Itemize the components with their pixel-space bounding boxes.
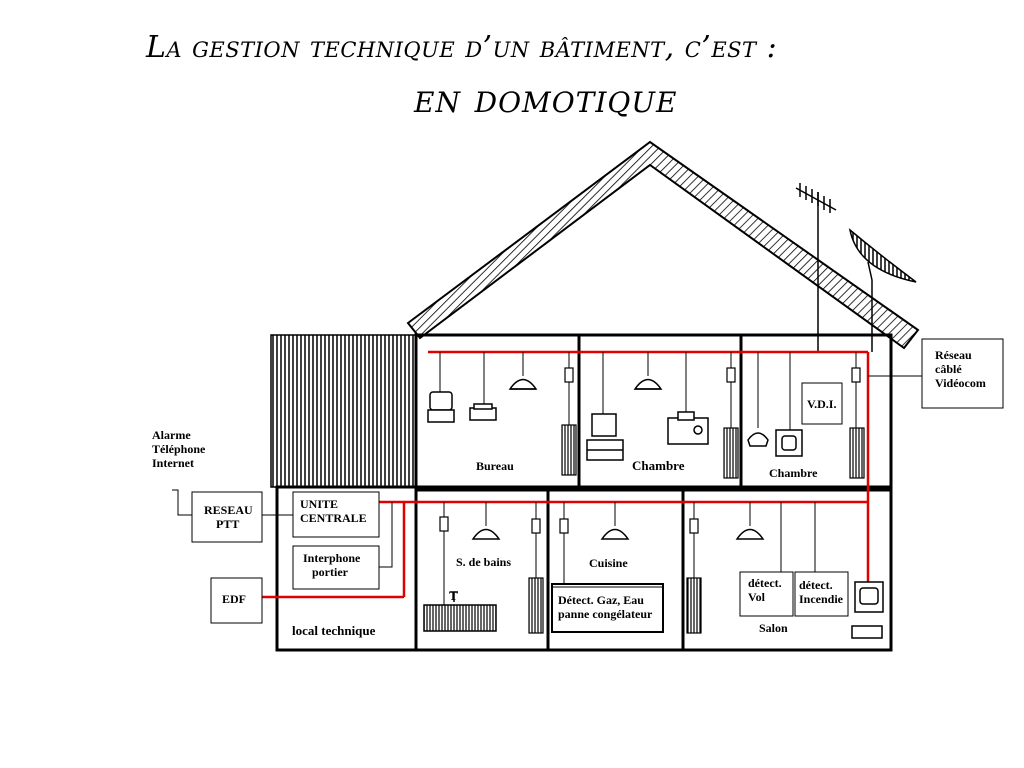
svg-text:Interphone: Interphone [303, 551, 361, 565]
svg-text:Internet: Internet [152, 456, 194, 470]
svg-text:T: T [449, 588, 458, 603]
svg-text:local technique: local technique [292, 623, 376, 638]
svg-text:Téléphone: Téléphone [152, 442, 206, 456]
appliance-icons [423, 391, 884, 639]
svg-text:RESEAU: RESEAU [204, 503, 253, 517]
title-line-1: La gestion technique d’un bâtiment, c’es… [146, 30, 778, 65]
title-line-2: en domotique [414, 76, 678, 122]
wiring [172, 352, 922, 605]
reseau-cable-box [921, 338, 1004, 409]
sensor-switches [439, 367, 861, 534]
vdi-box [801, 382, 843, 425]
svg-text:Bureau: Bureau [476, 459, 514, 473]
side-wall-hatched [270, 334, 417, 488]
svg-text:câblé: câblé [935, 362, 962, 376]
monitor-icon [591, 413, 617, 437]
svg-text:V.D.I.: V.D.I. [807, 397, 836, 411]
svg-text:détect.: détect. [799, 578, 833, 592]
svg-text:UNITE: UNITE [300, 497, 338, 511]
roof [406, 140, 920, 350]
svg-text:Vidéocom: Vidéocom [935, 376, 986, 390]
svg-text:CENTRALE: CENTRALE [300, 511, 367, 525]
svg-text:portier: portier [312, 565, 349, 579]
printer-icon [469, 407, 497, 421]
satellite-dish-icon [848, 228, 917, 352]
telephone-icon [747, 432, 769, 447]
svg-text:Salon: Salon [759, 621, 788, 635]
computer-icon [429, 391, 453, 411]
svg-text:Chambre: Chambre [632, 458, 685, 473]
svg-text:EDF: EDF [222, 592, 246, 606]
svg-text:panne congélateur: panne congélateur [558, 607, 653, 621]
bath-heater-icon [423, 604, 497, 632]
svg-text:Incendie: Incendie [799, 592, 844, 606]
svg-text:Chambre: Chambre [769, 466, 818, 480]
detect-vol-box [739, 571, 794, 617]
reseau-ptt-box [191, 491, 263, 543]
ceiling-lamps [471, 378, 765, 540]
unite-centrale-box [292, 491, 380, 538]
svg-text:Vol: Vol [748, 590, 766, 604]
svg-text:Cuisine: Cuisine [589, 556, 628, 570]
house-structure [275, 333, 893, 652]
svg-text:Alarme: Alarme [152, 428, 191, 442]
detect-incendie-box [794, 571, 849, 617]
radiators [528, 424, 865, 634]
label-boxes [191, 338, 1004, 633]
svg-text:S. de bains: S. de bains [456, 555, 511, 569]
detect-gaz-box [551, 583, 664, 633]
svg-text:détect.: détect. [748, 576, 782, 590]
interphone-box [292, 545, 380, 590]
tv-antenna-icon [795, 183, 837, 352]
svg-text:PTT: PTT [216, 517, 239, 531]
svg-text:Réseau: Réseau [935, 348, 972, 362]
svg-text:Détect. Gaz, Eau: Détect. Gaz, Eau [558, 593, 644, 607]
edf-box [210, 577, 263, 624]
diagram-labels: Réseau câblé Vidéocom Alarme Téléphone I… [152, 348, 986, 638]
